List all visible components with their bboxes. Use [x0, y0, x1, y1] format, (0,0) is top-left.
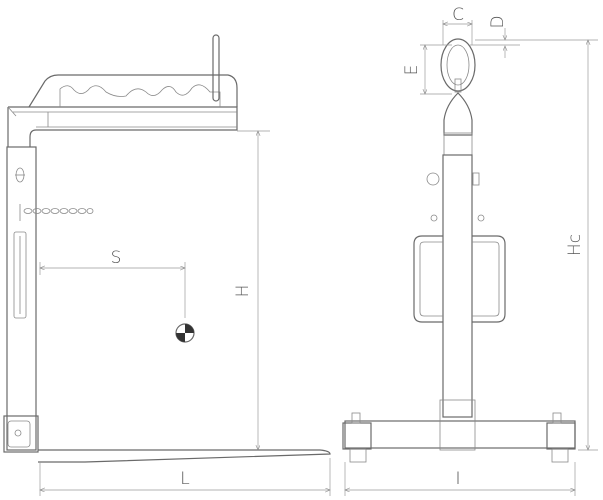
fork-sleeve — [3, 415, 39, 453]
dimension-c: C — [443, 5, 472, 45]
handle-plate — [28, 74, 238, 108]
eye-bolt-icon — [426, 172, 440, 186]
lifting-rod — [212, 34, 220, 102]
dimension-label-l: L — [180, 469, 189, 489]
column — [426, 154, 485, 418]
swivel — [443, 92, 473, 156]
dimension-l: L — [40, 458, 330, 496]
dimension-hc: Hc — [475, 40, 598, 450]
dimension-label-d: D — [488, 15, 508, 28]
base-beam — [342, 399, 576, 463]
dimension-s: S — [40, 248, 185, 318]
top-arm — [7, 106, 238, 147]
master-link — [440, 38, 476, 93]
side-view: S H L — [3, 34, 331, 496]
fork — [38, 449, 331, 463]
dimension-label-s: S — [111, 248, 122, 268]
front-view: C D E Hc I — [342, 5, 598, 496]
dimension-h: H — [233, 131, 270, 450]
dimension-label-i: I — [455, 469, 460, 489]
chain — [19, 204, 94, 221]
keyhole-icon — [477, 214, 485, 222]
dimension-label-c: C — [452, 5, 464, 25]
guide-handle — [413, 235, 506, 323]
vertical-post — [6, 146, 37, 451]
dimension-label-e: E — [402, 65, 422, 76]
dimension-e: E — [402, 45, 452, 94]
dimension-label-hc: Hc — [565, 234, 585, 256]
center-of-gravity-icon — [175, 323, 195, 343]
dimension-i: I — [345, 462, 575, 496]
dimension-d: D — [470, 15, 520, 58]
dimension-label-h: H — [233, 285, 253, 298]
keyhole-icon — [430, 214, 438, 222]
